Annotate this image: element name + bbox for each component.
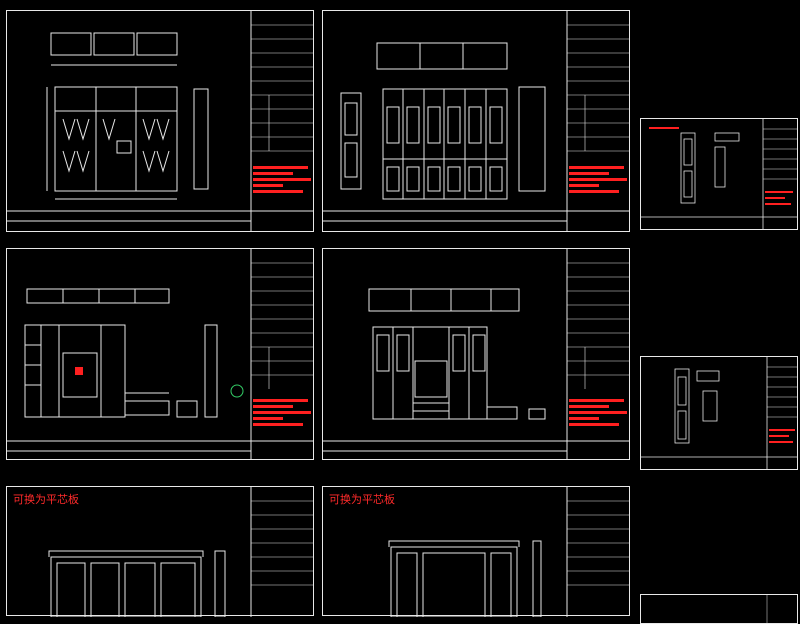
door-detail-drawing: [641, 357, 797, 469]
sheet-note: 可换为平芯板: [329, 493, 395, 506]
drawing-sheet-3[interactable]: [640, 118, 798, 230]
wardrobe-elevation-drawing: [7, 11, 313, 231]
drawing-sheet-2[interactable]: [322, 10, 630, 232]
door-detail-drawing: [766, 595, 768, 623]
cabinet-elevation-drawing: [7, 249, 313, 459]
drawing-sheet-1[interactable]: [6, 10, 314, 232]
door-detail-drawing: [641, 119, 797, 229]
drawing-sheet-7[interactable]: 可换为平芯板: [6, 486, 314, 617]
wardrobe-elevation-drawing: [323, 11, 629, 231]
drawing-sheet-9[interactable]: [640, 594, 798, 624]
drawing-sheet-5[interactable]: [322, 248, 630, 460]
drawing-sheet-8[interactable]: 可换为平芯板: [322, 486, 630, 617]
sheet-note: 可换为平芯板: [13, 493, 79, 506]
panel-elevation-drawing: [388, 487, 629, 617]
panel-elevation-drawing: [48, 487, 313, 617]
drawing-sheet-4[interactable]: [6, 248, 314, 460]
drawing-sheet-6[interactable]: [640, 356, 798, 470]
cabinet-elevation-drawing: [323, 249, 629, 459]
